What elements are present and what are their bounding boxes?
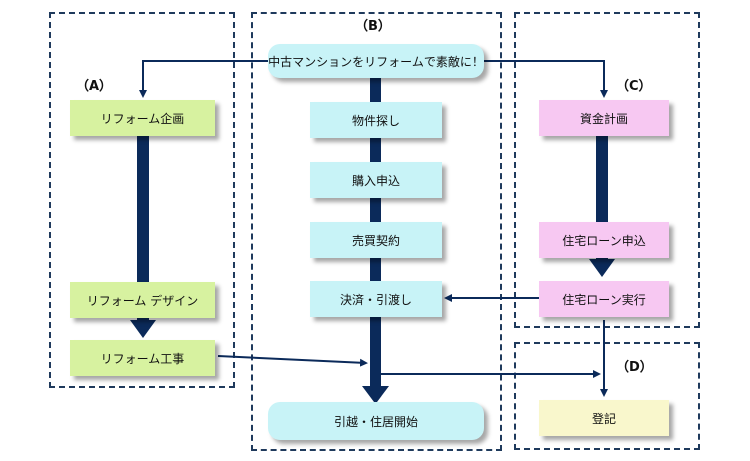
reform-design-box: リフォーム デザイン xyxy=(70,282,215,318)
region-c-frame xyxy=(514,12,700,328)
region-a-label: （A） xyxy=(76,79,113,94)
property-search-box: 物件探し xyxy=(310,102,442,138)
purchase-application-box: 購入申込 xyxy=(310,162,442,198)
reform-work-box: リフォーム工事 xyxy=(70,340,215,376)
start-box: 中古マンションをリフォームで素敵に！ xyxy=(268,44,484,78)
a-arrowhead xyxy=(130,320,156,338)
loan-application-box: 住宅ローン申込 xyxy=(539,222,669,258)
a-spine xyxy=(137,136,149,322)
work-to-spine-connector xyxy=(217,355,368,367)
c-arrowhead xyxy=(589,259,615,277)
region-a-frame xyxy=(49,12,235,388)
region-d-label: （D） xyxy=(616,360,653,375)
reform-plan-box: リフォーム企画 xyxy=(70,100,215,136)
region-c-label: （C） xyxy=(616,79,652,94)
registration-box: 登記 xyxy=(539,400,669,436)
start-to-c-connector xyxy=(484,60,608,98)
start-to-a-connector xyxy=(139,60,268,98)
settlement-box: 決済・引渡し xyxy=(310,281,442,317)
b-main-arrowhead xyxy=(362,386,389,404)
region-b-label: （B） xyxy=(355,19,391,34)
move-in-box: 引越・住居開始 xyxy=(268,402,484,440)
sales-contract-box: 売買契約 xyxy=(310,222,442,258)
loan-execution-box: 住宅ローン実行 xyxy=(539,281,669,317)
region-b-frame xyxy=(251,12,502,451)
region-d-frame xyxy=(514,342,700,450)
funding-plan-box: 資金計画 xyxy=(539,100,669,136)
